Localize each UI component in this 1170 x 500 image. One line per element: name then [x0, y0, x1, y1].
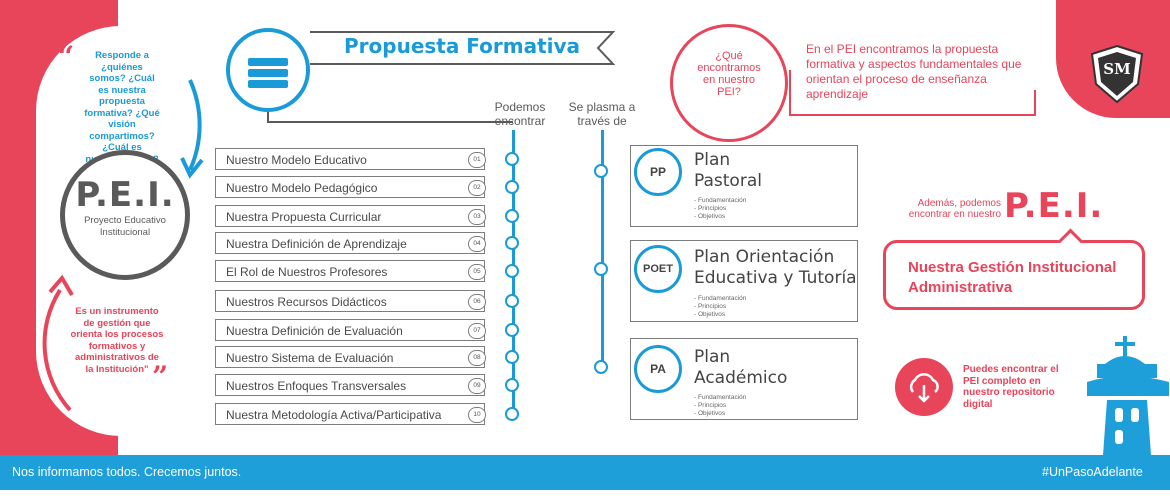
plan-bullet: - Principios — [694, 402, 727, 409]
plan-bullet: - Fundamentación — [694, 197, 747, 204]
plan-code-badge: PA — [634, 345, 682, 393]
plan-bullet: - Objetivos — [694, 311, 726, 318]
plan-title-line1: Plan Orientación — [694, 247, 835, 267]
pei-badge: P.E.I. Proyecto Educativo Institucional — [60, 150, 190, 280]
plan-code-badge: PP — [634, 148, 682, 196]
footer-hashtag[interactable]: #UnPasoAdelante — [1042, 465, 1143, 479]
plan-title-line2: Pastoral — [694, 171, 762, 191]
pei-badge-title: P.E.I. — [75, 175, 175, 215]
open-quote-icon: “ — [58, 40, 75, 73]
connector-dot — [505, 264, 519, 278]
connector-dot — [505, 180, 519, 194]
list-item[interactable]: Nuestros Recursos Didácticos — [215, 290, 485, 312]
label-podemos-encontrar: Podemos encontrar — [494, 100, 546, 128]
plan-title-line2: Académico — [694, 368, 788, 388]
close-quote-icon: ” — [152, 360, 169, 393]
connector-dot — [594, 262, 608, 276]
pei-instrument-text: Es un instrumento de gestión que orienta… — [70, 306, 164, 375]
list-item[interactable]: Nuestro Modelo Educativo — [215, 148, 485, 170]
label-se-plasma: Se plasma a través de — [568, 100, 636, 128]
list-item[interactable]: Nuestro Sistema de Evaluación — [215, 346, 485, 368]
item-number-badge: 01 — [468, 152, 486, 168]
item-number-badge: 05 — [468, 264, 486, 280]
plan-title-line1: Plan — [694, 347, 731, 367]
connector-dot — [505, 152, 519, 166]
plan-bullet: - Objetivos — [694, 213, 726, 220]
connector-dot — [505, 350, 519, 364]
connector-dot — [505, 407, 519, 421]
item-number-badge: 02 — [468, 180, 486, 196]
list-item[interactable]: El Rol de Nuestros Profesores — [215, 260, 485, 282]
gestion-text: Nuestra Gestión Institucional Administra… — [908, 259, 1117, 296]
question-text: ¿Qué encontramos en nuestro PEI? — [697, 50, 761, 98]
connector-dot — [505, 294, 519, 308]
item-number-badge: 04 — [468, 236, 486, 252]
header-decoration — [226, 28, 616, 123]
plan-bullet: - Objetivos — [694, 410, 726, 417]
ademas-text: Además, podemos encontrar en nuestro — [908, 198, 1001, 220]
plan-code-badge: POET — [634, 245, 682, 293]
connector-dot — [505, 236, 519, 250]
connector-dot — [594, 360, 608, 374]
pei-highlight: P.E.I. — [1004, 186, 1104, 226]
plan-title-line1: Plan — [694, 150, 731, 170]
item-number-badge: 10 — [468, 407, 486, 423]
footer-slogan: Nos informamos todos. Crecemos juntos. — [12, 465, 242, 479]
cloud-download-icon[interactable] — [895, 358, 953, 416]
connector-dot — [594, 164, 608, 178]
plans-connector-line — [601, 130, 604, 370]
plan-bullet: - Fundamentación — [694, 295, 747, 302]
list-item[interactable]: Nuestra Definición de Aprendizaje — [215, 232, 485, 254]
footer-divider — [0, 490, 1170, 500]
school-shield-icon — [1090, 44, 1144, 104]
list-item[interactable]: Nuestra Propuesta Curricular — [215, 205, 485, 227]
item-number-badge: 06 — [468, 294, 486, 310]
gestion-card[interactable] — [883, 240, 1145, 310]
plan-bullet: - Principios — [694, 205, 727, 212]
pei-badge-subtitle: Proyecto Educativo Institucional — [84, 215, 166, 238]
answer-text: En el PEI encontramos la propuesta forma… — [806, 42, 1022, 101]
list-item[interactable]: Nuestro Modelo Pedagógico — [215, 176, 485, 198]
question-circle — [670, 24, 788, 142]
plan-bullet: - Fundamentación — [694, 394, 747, 401]
list-item[interactable]: Nuestra Metodología Activa/Participativa — [215, 403, 485, 425]
connector-dot — [505, 378, 519, 392]
item-number-badge: 03 — [468, 209, 486, 225]
connector-dot — [505, 209, 519, 223]
item-number-badge: 08 — [468, 350, 486, 366]
list-item[interactable]: Nuestra Definición de Evaluación — [215, 319, 485, 341]
list-item[interactable]: Nuestros Enfoques Transversales — [215, 374, 485, 396]
connector-dot — [505, 323, 519, 337]
plan-bullet: - Principios — [694, 303, 727, 310]
lighthouse-icon — [1087, 336, 1169, 455]
repo-text: Puedes encontrar el PEI completo en nues… — [963, 364, 1059, 410]
plan-title-line2: Educativa y Tutoría — [694, 268, 857, 288]
page-title: Propuesta Formativa — [344, 34, 581, 58]
left-arcs — [42, 79, 204, 412]
logo-text: SM — [1103, 60, 1131, 78]
answer-bracket — [789, 70, 1036, 116]
pei-question-text: Responde a ¿quiénes somos? ¿Cuál es nues… — [84, 50, 160, 165]
item-number-badge: 09 — [468, 378, 486, 394]
item-number-badge: 07 — [468, 323, 486, 339]
